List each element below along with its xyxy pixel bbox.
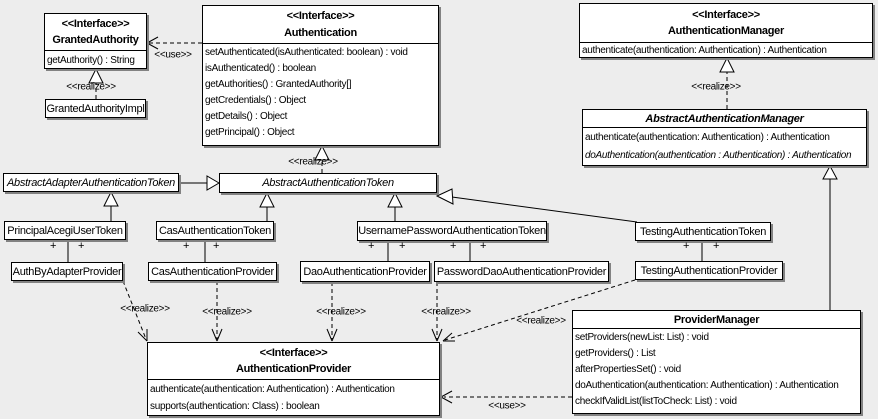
hollow-triangle-arrowhead-icon [314,144,330,161]
stereotype-label: <<Interface>> [692,8,760,21]
hollow-triangle-arrowhead-icon [88,67,104,84]
use-authentication-to-granted-authority-edge[interactable] [146,36,202,50]
class-principal-acegi-user-token[interactable]: PrincipalAcegiUserToken [4,221,126,240]
open-arrowhead-icon [216,328,223,342]
class-abstract-authentication-manager[interactable]: AbstractAuthenticationManager authenticat… [582,109,867,166]
class-username-password-authentication-token[interactable]: UsernamePasswordAuthenticationToken [357,221,547,241]
gen-principal-acegi-user-token-edge[interactable] [103,190,119,221]
class-auth-by-adapter-provider[interactable]: AuthByAdapterProvider [11,262,123,281]
realize-abstract-authentication-manager-edge[interactable] [719,56,735,109]
method-label: getProviders() : List [575,348,656,359]
class-dao-authentication-provider[interactable]: DaoAuthenticationProvider [300,261,430,282]
class-name-label: TestingAuthenticationToken [639,225,767,238]
method-label: isAuthenticated() : boolean [205,63,316,74]
gen-cas-authentication-token-edge[interactable] [259,191,275,221]
class-name-label: AbstractAdapterAuthenticationToken [7,176,175,189]
class-name-label: AuthenticationProvider [235,363,352,375]
realize-password-dao-provider-edge[interactable] [431,282,443,342]
method-label: doAuthentication(authentication: Authent… [575,380,839,391]
open-arrowhead-icon [326,328,333,342]
method-label: getDetails() : Object [205,111,288,122]
method-label: afterPropertiesSet() : void [575,364,681,375]
edge-line [444,279,636,341]
realize-testing-authentication-provider-edge[interactable] [442,279,636,342]
hollow-triangle-arrowhead-icon [435,188,454,205]
hollow-triangle-arrowhead-icon [103,190,119,207]
class-granted-authority-impl[interactable]: GrantedAuthorityImpl [45,99,146,118]
open-arrowhead-icon [440,396,453,404]
open-arrowhead-icon [440,390,453,398]
method-label: authenticate(authentication: Authenticat… [150,384,395,395]
open-arrowhead-icon [137,331,148,342]
class-name-label: PasswordDaoAuthenticationProvider [436,265,607,278]
method-label: setProviders(newList: List) : void [575,332,709,343]
hollow-triangle-arrowhead-icon [206,175,220,191]
class-testing-authentication-token[interactable]: TestingAuthenticationToken [635,222,771,241]
open-arrowhead-icon [211,328,218,342]
class-name-label: DaoAuthenticationProvider [303,265,427,278]
hollow-triangle-arrowhead-icon [822,164,838,180]
method-label: getAuthority() : String [47,55,135,66]
hollow-triangle-arrowhead-icon [259,191,275,208]
method-label: getAuthorities() : GrantedAuthority[] [205,79,352,90]
gen-testing-authentication-token-edge[interactable] [435,188,638,223]
method-label: checkIfValidList(listToCheck: List) : vo… [575,396,737,407]
class-authentication-manager[interactable]: <<Interface>> AuthenticationManager authen… [579,3,873,58]
class-name-label: AbstractAuthenticationToken [262,177,394,189]
method-label: getPrincipal() : Object [205,127,295,138]
class-name-label: ProviderManager [673,313,760,326]
class-name-label: CasAuthenticationProvider [151,265,274,278]
class-name-label: UsernamePasswordAuthenticationToken [358,225,546,237]
class-name-label: AuthenticationManager [668,25,784,38]
class-testing-authentication-provider[interactable]: TestingAuthenticationProvider [635,261,783,280]
realize-abstract-authentication-token-edge[interactable] [314,144,330,173]
gen-abstract-adapter-token-edge[interactable] [179,175,220,191]
class-name-label: GrantedAuthorityImpl [46,102,145,115]
open-arrowhead-icon [146,42,159,50]
method-label: setAuthenticated(isAuthenticated: boolea… [205,47,408,58]
class-authentication-provider[interactable]: <<Interface>> AuthenticationProvider authe… [147,342,440,416]
stereotype-label: <<Interface>> [286,10,355,23]
class-name-label: CasAuthenticationToken [158,224,272,237]
class-name-label: TestingAuthenticationProvider [640,264,778,277]
open-arrowhead-icon [442,332,453,342]
method-label: doAuthentication(authentication : Authen… [585,150,852,161]
gen-username-password-token-edge[interactable] [387,191,403,221]
method-label: supports(authentication: Class) : boolea… [150,401,320,412]
open-arrowhead-icon [436,328,443,342]
method-label: getCredentials() : Object [205,95,306,106]
class-cas-authentication-provider[interactable]: CasAuthenticationProvider [148,262,277,281]
edge-line [122,280,147,340]
hollow-triangle-arrowhead-icon [719,56,735,73]
edge-line [451,196,638,223]
method-label: authenticate(authentication: Authenticat… [582,45,827,56]
class-authentication[interactable]: <<Interface>> Authentication setAuthentica… [202,5,439,146]
class-name-label: AuthByAdapterProvider [12,265,122,278]
class-name-label: AbstractAuthenticationManager [645,112,804,125]
stereotype-label: <<Interface>> [61,18,130,30]
realize-granted-authority-impl-edge[interactable] [88,67,104,99]
class-abstract-adapter-authentication-token[interactable]: AbstractAdapterAuthenticationToken [3,173,179,192]
realize-dao-authentication-provider-edge[interactable] [326,282,338,342]
stereotype-label: <<Interface>> [259,347,328,359]
hollow-triangle-arrowhead-icon [387,191,403,208]
gen-provider-manager-edge[interactable] [822,164,838,310]
class-granted-authority[interactable]: <<Interface>> GrantedAuthority getAuthorit… [44,13,147,69]
class-name-label: Authentication [284,26,357,39]
class-name-label: GrantedAuthority [52,34,139,46]
open-arrowhead-icon [431,328,438,342]
realize-cas-authentication-provider-edge[interactable] [211,281,223,342]
class-abstract-authentication-token[interactable]: AbstractAuthenticationToken [219,173,437,193]
class-provider-manager[interactable]: ProviderManager setProviders(newList: Lis… [572,310,861,414]
open-arrowhead-icon [331,328,338,342]
open-arrowhead-icon [146,36,159,44]
class-password-dao-authentication-provider[interactable]: PasswordDaoAuthenticationProvider [434,261,609,282]
method-label: authenticate(authentication: Authenticat… [585,132,830,143]
realize-auth-by-adapter-provider-edge[interactable] [122,280,148,342]
class-cas-authentication-token[interactable]: CasAuthenticationToken [156,221,274,240]
use-provider-manager-to-authentication-provider-edge[interactable] [440,390,572,404]
class-name-label: PrincipalAcegiUserToken [7,224,123,237]
